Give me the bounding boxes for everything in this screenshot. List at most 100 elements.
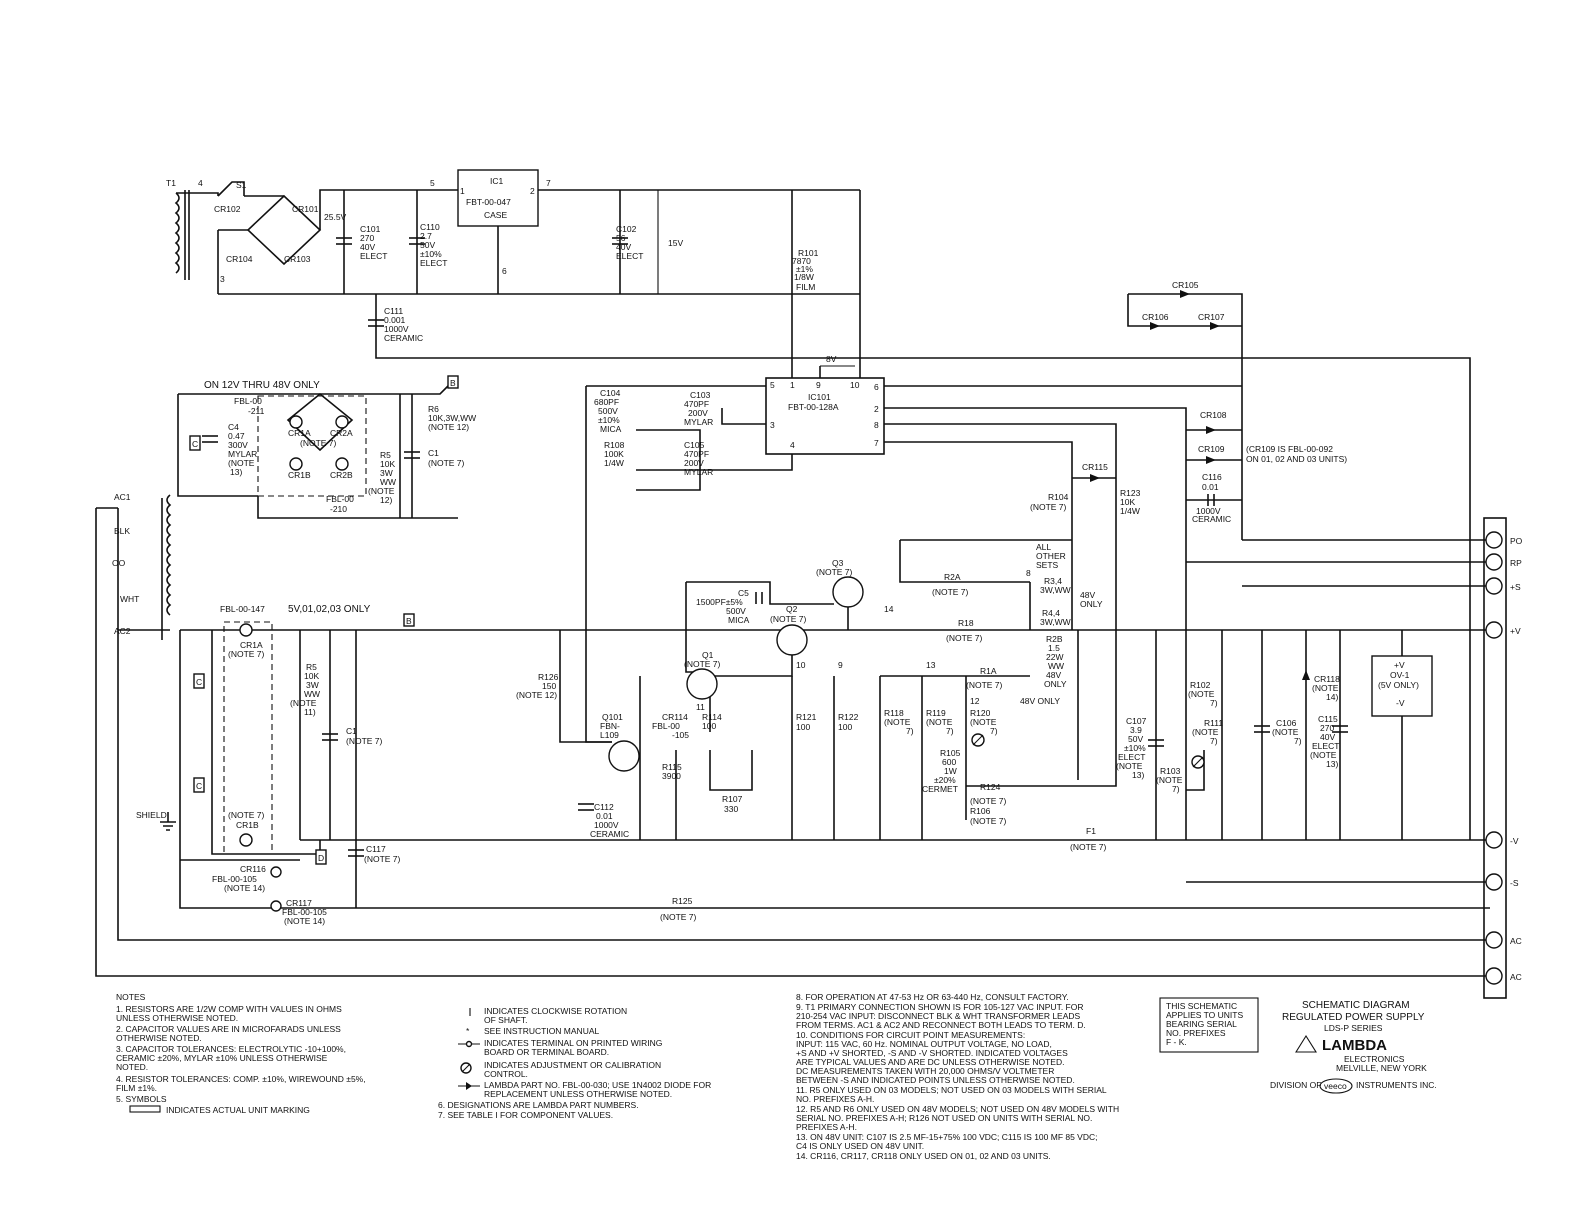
diode-cr118: [1302, 670, 1310, 680]
box-c-1: [193, 673, 205, 689]
svg-text:(NOTE 7): (NOTE 7): [932, 587, 969, 597]
svg-text:12): 12): [380, 495, 392, 505]
label-r34: R3,4 3W,WW: [1040, 576, 1071, 595]
svg-text:R5: R5: [306, 662, 317, 672]
svg-text:6: 6: [874, 382, 879, 392]
svg-text:300V: 300V: [228, 440, 248, 450]
svg-text:(NOTE 7): (NOTE 7): [228, 810, 265, 820]
brand-lambda: LAMBDA: [1322, 1037, 1387, 1054]
svg-text:40V: 40V: [360, 242, 375, 252]
svg-text:7): 7): [906, 726, 914, 736]
svg-text:ELECT: ELECT: [1312, 741, 1339, 751]
svg-text:ELECT: ELECT: [616, 251, 643, 261]
label-c1-top: C1 (NOTE 7): [428, 448, 465, 468]
label-c110: C110 2.7 50V ±10% ELECT: [420, 222, 447, 268]
svg-text:FROM TERMS. AC1 & AC2 AND RECO: FROM TERMS. AC1 & AC2 AND RECONNECT BOTH…: [796, 1020, 1086, 1030]
svg-text:(NOTE: (NOTE: [1156, 775, 1183, 785]
label-r106: R106 (NOTE 7): [970, 806, 1007, 826]
svg-text:R1A: R1A: [980, 666, 997, 676]
wire-cr1a-1b: [211, 630, 250, 855]
svg-text:0.01: 0.01: [1202, 482, 1219, 492]
label-n14: 14: [884, 604, 894, 614]
box-c-top: [189, 435, 201, 451]
label-15v: 15V: [668, 238, 683, 248]
label-c4: C4 0.47 300V MYLAR (NOTE 13): [228, 422, 257, 477]
svg-text:0.01: 0.01: [596, 811, 613, 821]
svg-text:2.7: 2.7: [420, 231, 432, 241]
label-c116: C116 0.01 1000V CERAMIC: [1192, 472, 1231, 524]
svg-text:330: 330: [724, 804, 738, 814]
svg-text:13): 13): [1326, 759, 1338, 769]
label-r44: R4,4 3W,WW: [1040, 608, 1071, 627]
svg-text:-105: -105: [672, 730, 689, 740]
svg-text:680PF: 680PF: [594, 397, 619, 407]
svg-text:7): 7): [1294, 736, 1302, 746]
svg-text:CR114: CR114: [662, 712, 688, 722]
label-cr108: CR108: [1200, 410, 1227, 420]
svg-text:C105: C105: [684, 440, 705, 450]
svg-text:11. R5 ONLY USED ON 03 MODELS;: 11. R5 ONLY USED ON 03 MODELS; NOT USED …: [796, 1085, 1107, 1095]
label-r2a: R2A (NOTE 7): [932, 572, 969, 597]
svg-text:C106: C106: [1276, 718, 1297, 728]
svg-text:SETS: SETS: [1036, 560, 1059, 570]
ic101-box: [765, 377, 885, 455]
title-line-2: REGULATED POWER SUPPLY: [1282, 1012, 1425, 1023]
svg-text:7): 7): [1210, 736, 1218, 746]
capacitor-c107: [1148, 739, 1164, 747]
svg-text:INDICATES CLOCKWISE ROTATION: INDICATES CLOCKWISE ROTATION: [484, 1006, 627, 1016]
svg-text:7): 7): [990, 726, 998, 736]
diode-cr115: [1090, 474, 1100, 482]
ic1-box: [457, 169, 539, 227]
svg-text:(NOTE: (NOTE: [1116, 761, 1143, 771]
symbols: [160, 169, 1507, 999]
svg-text:NO. PREFIXES A-H.: NO. PREFIXES A-H.: [796, 1094, 874, 1104]
label-r103: R103 (NOTE 7): [1156, 766, 1183, 794]
svg-text:R18: R18: [958, 618, 974, 628]
svg-text:CR1B: CR1B: [236, 820, 259, 830]
label-oo: OO: [112, 558, 126, 568]
label-r1a: R1A (NOTE 7): [966, 666, 1003, 690]
svg-text:1W: 1W: [944, 766, 957, 776]
svg-text:C115: C115: [1318, 714, 1338, 724]
diode-cr107: [1210, 322, 1220, 330]
capacitor-c1-top: [404, 451, 420, 459]
svg-text:±10%: ±10%: [420, 249, 442, 259]
wire-pin7: [884, 441, 1073, 540]
veeco-logo-icon: [1319, 1078, 1353, 1094]
svg-text:C117: C117: [366, 844, 386, 854]
label-48v-only-2: 48V ONLY: [1020, 696, 1060, 706]
svg-text:1: 1: [790, 380, 795, 390]
svg-text:(NOTE 7): (NOTE 7): [970, 816, 1007, 826]
label-q101: Q101 FBN- L109: [600, 712, 623, 740]
svg-text:NO. PREFIXES: NO. PREFIXES: [1166, 1028, 1226, 1038]
svg-text:-V: -V: [1510, 836, 1519, 846]
svg-text:ONLY: ONLY: [1080, 599, 1103, 609]
svg-text:R107: R107: [722, 794, 743, 804]
label-ov1: +V OV-1 (5V ONLY) -V: [1378, 660, 1419, 708]
capacitor-c110: [409, 237, 425, 245]
svg-text:R101: R101: [798, 248, 819, 258]
svg-text:FBL-00: FBL-00: [234, 396, 262, 406]
svg-text:100K: 100K: [604, 449, 624, 459]
svg-text:C110: C110: [420, 222, 440, 232]
svg-text:R104: R104: [1048, 492, 1069, 502]
svg-text:INDICATES ACTUAL UNIT MARKING: INDICATES ACTUAL UNIT MARKING: [166, 1105, 310, 1115]
svg-text:C112: C112: [594, 802, 614, 812]
transistor-q2: [776, 624, 808, 656]
svg-text:MYLAR: MYLAR: [228, 449, 257, 459]
label-cr103: CR103: [284, 254, 311, 264]
svg-text:PREFIXES A-H.: PREFIXES A-H.: [796, 1122, 857, 1132]
svg-text:7): 7): [1210, 698, 1218, 708]
svg-text:R108: R108: [604, 440, 625, 450]
svg-text:CERAMIC: CERAMIC: [384, 333, 423, 343]
svg-text:3W,WW: 3W,WW: [1040, 617, 1071, 627]
transistor-q1: [686, 668, 718, 700]
svg-text:C103: C103: [690, 390, 711, 400]
svg-text:9. T1 PRIMARY CONNECTION SHOWN: 9. T1 PRIMARY CONNECTION SHOWN IS FOR 10…: [796, 1002, 1084, 1012]
svg-text:NOTES: NOTES: [116, 992, 146, 1002]
label-5v-only: 5V,01,02,03 ONLY: [288, 604, 371, 615]
svg-text:±10%: ±10%: [1124, 743, 1146, 753]
svg-text:8. FOR OPERATION AT 47-53 Hz O: 8. FOR OPERATION AT 47-53 Hz OR 63-440 H…: [796, 992, 1069, 1002]
label-cr104: CR104: [226, 254, 253, 264]
svg-text:CR1B: CR1B: [288, 470, 311, 480]
